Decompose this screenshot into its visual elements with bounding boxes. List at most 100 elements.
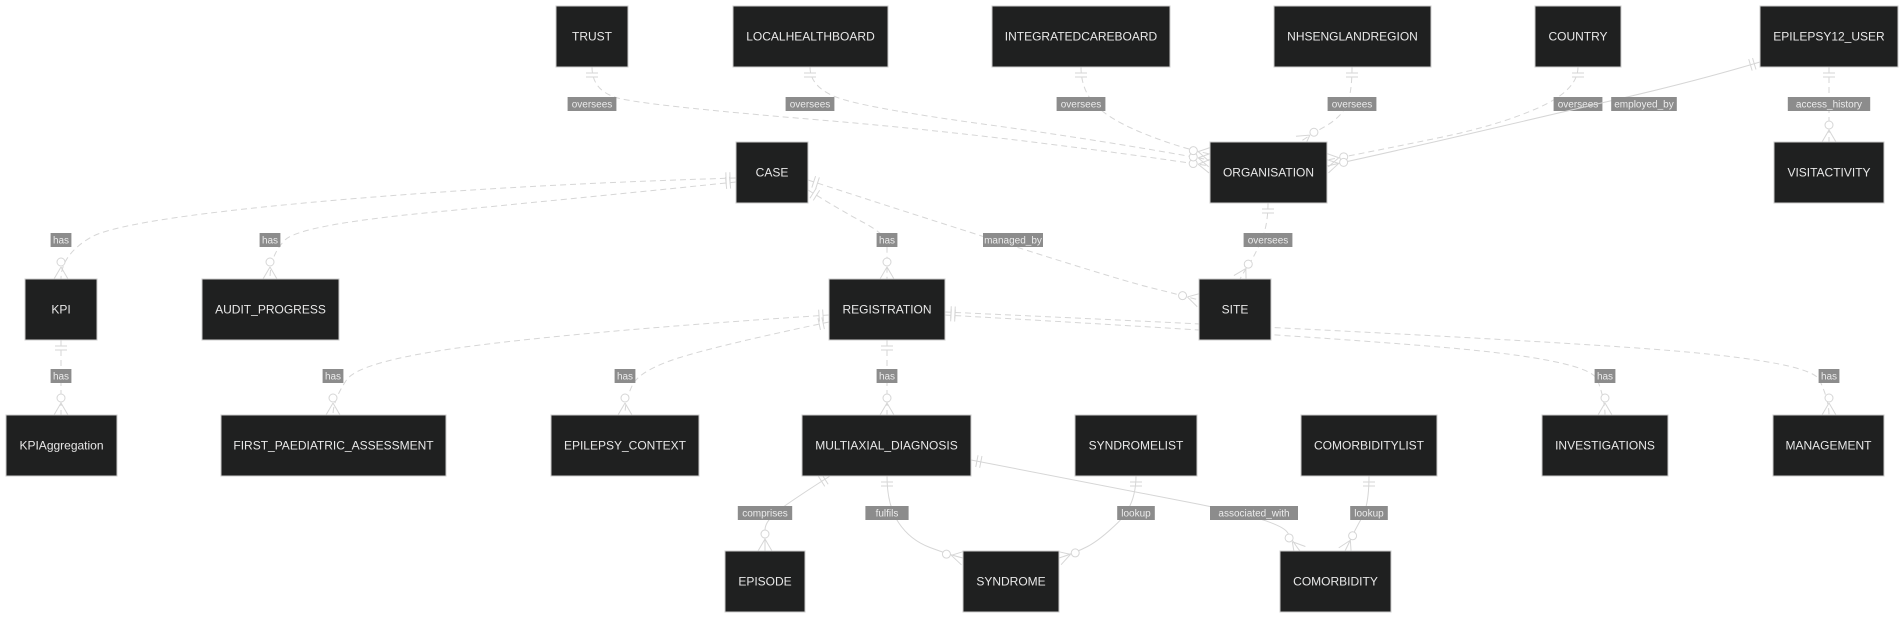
entity-comorbidity[interactable]: COMORBIDITY [1279,550,1392,613]
entity-box [732,5,889,68]
entity-box [828,278,946,341]
relationship-label: has [1597,372,1613,383]
entity-kpiaggregation[interactable]: KPIAggregation [5,414,118,477]
entity-name: COMORBIDITY [1293,575,1378,589]
relationship-label-bg [259,233,281,247]
relationship-line [807,189,888,279]
entity-multiaxial-diagnosis[interactable]: MULTIAXIAL_DIAGNOSIS [801,414,972,477]
cardinality-marker [1075,72,1212,162]
relationship-line [332,314,830,416]
entity-management[interactable]: MANAGEMENT [1772,414,1885,477]
entity-box [1759,5,1899,68]
relationship-has: has [614,317,830,416]
entity-name: KPIAggregation [19,439,103,453]
relationship-associated-with: associated_with [970,455,1306,556]
cardinality-marker [879,345,895,416]
entity-box [1198,278,1272,341]
relationship-oversees: oversees [1325,66,1603,168]
relationship-line [807,179,1200,301]
entity-first-paediatric-assessment[interactable]: FIRST_PAEDIATRIC_ASSESSMENT [220,414,447,477]
entity-box [1209,141,1328,204]
relationship-label: fulfils [876,509,899,520]
entity-syndrome[interactable]: SYNDROME [962,550,1060,613]
relationship-lookup: lookup [1338,475,1388,555]
relationship-managed-by: managed_by [807,176,1201,308]
entity-name: EPILEPSY12_USER [1773,30,1885,44]
entity-registration[interactable]: REGISTRATION [828,278,946,341]
relationship-label: oversees [1061,100,1102,111]
cardinality-marker [950,309,1613,416]
entity-site[interactable]: SITE [1198,278,1272,341]
cardinality-marker [881,481,965,566]
entity-name: NHSENGLANDREGION [1287,30,1418,44]
entity-audit-progress[interactable]: AUDIT_PROGRESS [201,278,340,341]
relationship-oversees: oversees [785,66,1212,168]
relationship-line [1239,202,1269,280]
relationship-line [269,181,737,280]
relationship-label: oversees [790,100,831,111]
entity-layer: TRUST LOCALHEALTHBOARD INTEGRATEDCAREBOARD… [5,5,1899,613]
entity-episode[interactable]: EPISODE [724,550,806,613]
relationship-label: has [879,236,895,247]
entity-box [991,5,1171,68]
relationship-label-bg [1787,97,1871,111]
entity-localhealthboard[interactable]: LOCALHEALTHBOARD [732,5,889,68]
cardinality-marker [325,309,824,416]
relationship-label-bg [1818,369,1840,383]
relationship-label-bg [50,369,72,383]
entity-box [1534,5,1622,68]
entity-name: COUNTRY [1548,30,1607,44]
entity-name: CASE [756,166,789,180]
relationship-label-bg [1594,369,1616,383]
entity-box [1772,414,1885,477]
entity-box [1279,550,1392,613]
entity-name: LOCALHEALTHBOARD [746,30,875,44]
entity-name: MANAGEMENT [1785,439,1872,453]
entity-syndromelist[interactable]: SYNDROMELIST [1074,414,1198,477]
relationship-label: has [617,372,633,383]
relationship-label: oversees [1558,100,1599,111]
entity-name: AUDIT_PROGRESS [215,303,326,317]
entity-country[interactable]: COUNTRY [1534,5,1622,68]
entity-trust[interactable]: TRUST [555,5,629,68]
relationship-has: has [807,187,898,280]
relationship-label: oversees [1248,236,1289,247]
relationship-line [60,177,737,280]
entity-box [962,550,1060,613]
entity-name: KPI [51,303,70,317]
relationship-label: oversees [1332,100,1373,111]
entity-name: REGISTRATION [842,303,931,317]
relationship-line [944,314,1606,416]
entity-kpi[interactable]: KPI [24,278,98,341]
relationship-lookup: lookup [1056,475,1155,566]
cardinality-marker [53,345,69,416]
relationship-label: has [879,372,895,383]
relationship-label-bg [1210,506,1298,520]
cardinality-marker [950,306,1837,416]
entity-integratedcareboard[interactable]: INTEGRATEDCAREBOARD [991,5,1171,68]
entity-nhsenglandregion[interactable]: NHSENGLANDREGION [1273,5,1432,68]
relationship-label-bg [1327,97,1377,111]
entity-investigations[interactable]: INVESTIGATIONS [1541,414,1669,477]
entity-name: FIRST_PAEDIATRIC_ASSESSMENT [233,439,434,453]
entity-epilepsy12-user[interactable]: EPILEPSY12_USER [1759,5,1899,68]
entity-name: EPILEPSY_CONTEXT [564,439,687,453]
relationship-line [624,321,830,416]
entity-organisation[interactable]: ORGANISATION [1209,141,1328,204]
relationship-label: comprises [742,509,788,520]
entity-name: ORGANISATION [1223,166,1314,180]
entity-visitactivity[interactable]: VISITACTIVITY [1773,141,1885,204]
entity-comorbiditylist[interactable]: COMORBIDITYLIST [1300,414,1438,477]
cardinality-marker [617,317,825,416]
entity-box [801,414,972,477]
relationship-employed-by: employed_by [1325,57,1761,174]
relationship-label-bg [737,506,793,520]
relationship-label-bg [567,97,617,111]
relationship-label: associated_with [1218,509,1289,520]
entity-epilepsy-context[interactable]: EPILEPSY_CONTEXT [550,414,700,477]
entity-box [1273,5,1432,68]
relationship-label: access_history [1796,100,1862,111]
relationship-label-bg [865,506,909,520]
entity-case[interactable]: CASE [735,141,809,204]
